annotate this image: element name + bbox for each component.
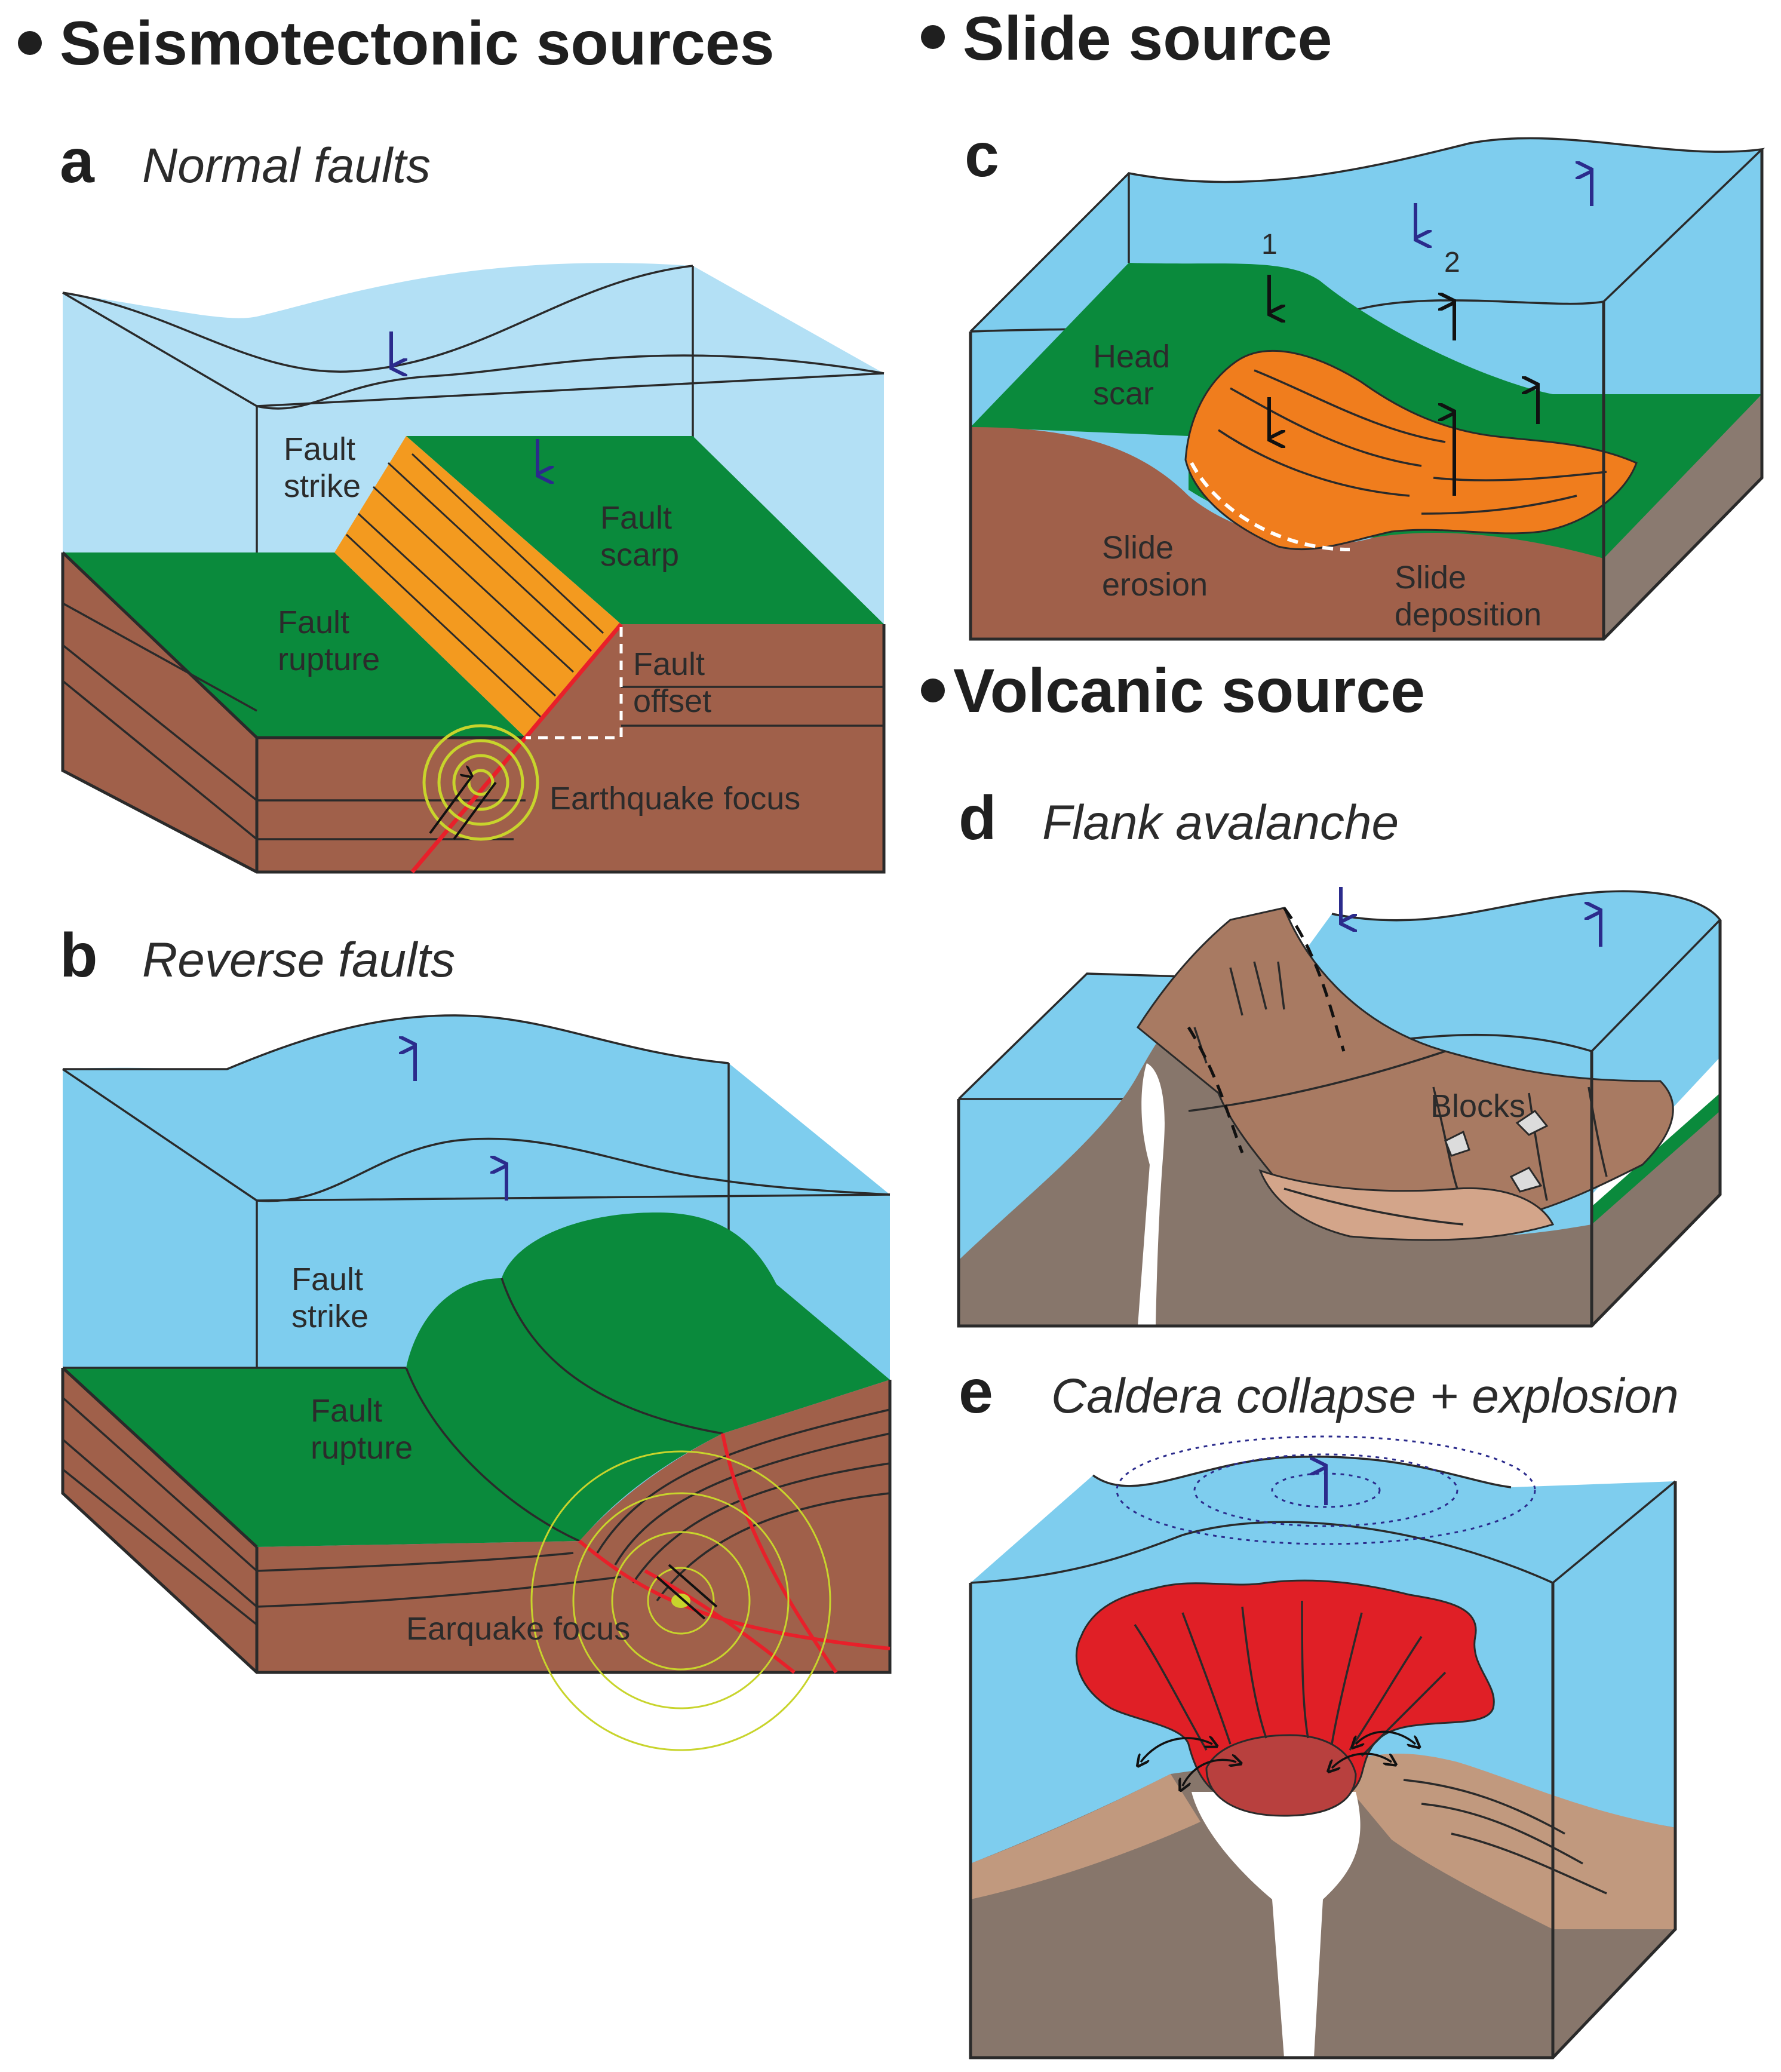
strata-lines — [62, 602, 884, 840]
folded-strata — [62, 1396, 890, 1626]
panel-b: b Reverse faults Fault strike Fault — [60, 921, 892, 1751]
section-title-volcanic: Volcanic source — [953, 656, 1425, 726]
label-fault-offset: Fault offset — [633, 646, 714, 719]
earthquake-focus-icon — [530, 1450, 831, 1751]
bullet-icon — [921, 25, 945, 49]
water-surface-line — [63, 1014, 890, 1202]
offset-indicator — [526, 627, 623, 739]
bullet-icon — [921, 679, 945, 702]
block-edges — [61, 551, 886, 874]
panel-title-a: Normal faults — [142, 139, 431, 193]
crust-front — [63, 552, 257, 872]
slide-mass — [1184, 350, 1638, 551]
eruption-flow-lines — [1134, 1600, 1447, 1757]
label-slide-deposition: Slide deposition — [1395, 560, 1542, 633]
volcano-left-flank — [971, 1774, 1200, 1899]
panel-c: c 1 2 Head scar Slide erosion — [965, 121, 1765, 641]
panel-letter-b: b — [60, 921, 98, 990]
block-edges — [969, 1481, 1677, 2059]
slide-flow-lines — [1218, 369, 1607, 515]
panel-e: e Caldera collapse + explosion — [959, 1357, 1679, 2059]
panel-title-b: Reverse faults — [142, 933, 455, 987]
focus-point — [671, 1594, 690, 1608]
water-box-edges — [957, 890, 1722, 1326]
panel-letter-e: e — [959, 1357, 993, 1426]
slip-arrows — [429, 776, 497, 840]
fault-plane — [334, 436, 621, 738]
label-blocks: Blocks — [1430, 1088, 1525, 1124]
section-heading-volcanic: Volcanic source — [921, 656, 1425, 726]
seafloor-footwall — [406, 436, 884, 624]
slide-erosion-surface — [1190, 462, 1350, 551]
label-fault-strike: Fault strike — [284, 431, 364, 504]
block-edges — [969, 149, 1764, 641]
crust-side — [1604, 394, 1762, 639]
flank-lines — [1403, 1779, 1607, 1895]
volcano-conduit — [1138, 1063, 1165, 1326]
section-heading-slide: Slide source — [921, 4, 1332, 73]
panel-title-d: Flank avalanche — [1042, 796, 1399, 850]
label-head-scar: Head scar — [1093, 339, 1179, 412]
avalanche-lines — [1188, 961, 1608, 1226]
panel-d: d Flank avalanche Blocks — [957, 784, 1722, 1328]
label-fault-rupture: Fault rupture — [278, 604, 380, 677]
volcano-conduit — [1192, 1792, 1361, 2058]
label-fault-scarp: Fault scarp — [600, 500, 681, 573]
section-title-seismotectonic: Seismotectonic sources — [60, 9, 774, 78]
label-earthquake-focus: Earquake focus — [406, 1611, 630, 1647]
label-fault-rupture: Fault rupture — [311, 1393, 413, 1466]
fault-plane-striations — [345, 453, 604, 718]
panel-letter-a: a — [60, 127, 95, 196]
label-fault-strike: Fault strike — [291, 1261, 372, 1334]
panel-letter-d: d — [959, 784, 997, 853]
caldera-vent — [1205, 1734, 1357, 1817]
block-edges — [957, 920, 1722, 1328]
water-surface-line — [970, 1455, 1676, 1585]
uplift-ridge-lines — [63, 1278, 723, 1542]
crust-front — [971, 427, 1604, 639]
section-title-slide: Slide source — [963, 4, 1332, 73]
collapse-arrows — [1141, 1730, 1415, 1786]
panel-a: a Normal faults — [60, 127, 886, 874]
debris-lobe — [1258, 1169, 1555, 1241]
blocks — [1444, 1109, 1549, 1193]
crust-front — [63, 1368, 257, 1672]
label-slide-erosion: Slide erosion — [1102, 530, 1208, 603]
label-point-1: 1 — [1261, 229, 1278, 260]
panel-title-e: Caldera collapse + explosion — [1051, 1369, 1679, 1423]
block-edges — [61, 1367, 892, 1674]
label-point-2: 2 — [1444, 247, 1460, 278]
seafloor-hangingwall — [63, 552, 526, 738]
label-earthquake-focus: Earthquake focus — [549, 781, 800, 816]
bullet-icon — [18, 31, 42, 55]
panel-letter-c: c — [965, 121, 999, 190]
section-heading-seismotectonic: Seismotectonic sources — [18, 9, 774, 78]
water-box-edges — [969, 137, 1765, 561]
slip-arrows — [656, 1564, 718, 1620]
seafloor-uplift — [63, 1212, 890, 1547]
collapse-outline — [1187, 907, 1346, 1153]
